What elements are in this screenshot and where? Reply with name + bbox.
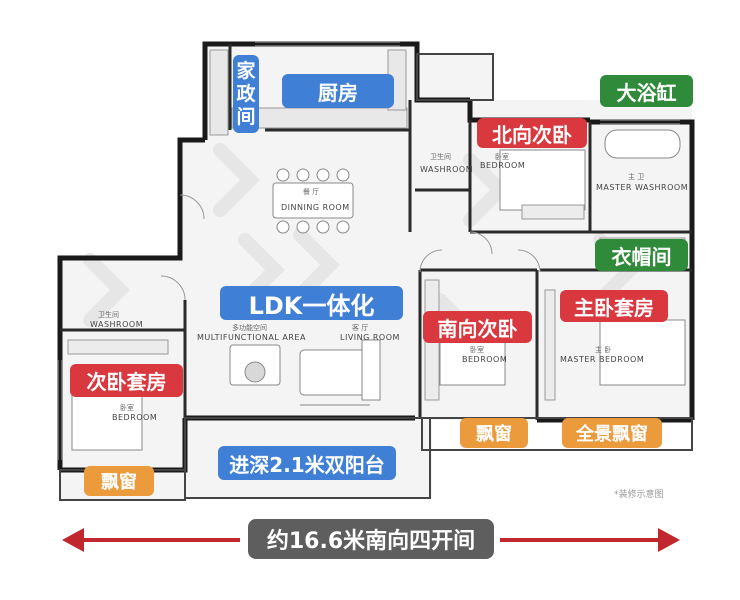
household-char-3: 间 (236, 105, 256, 128)
bedroom-south-cn-label: 卧室 (470, 346, 484, 354)
master-bedroom-en-label: MASTER BEDROOM (560, 355, 645, 364)
washroom-west-en-label: WASHROOM (90, 320, 144, 329)
living-en-label: LIVING ROOM (340, 333, 400, 342)
master-washroom-en-label: MASTER WASHROOM (596, 183, 689, 192)
ldk-tag: LDK一体化 (220, 286, 403, 320)
multifunctional-en-label: MULTIFUNCTIONAL AREA (197, 333, 306, 342)
decoration-footnote: *装修示意图 (614, 490, 664, 500)
balcony-tag: 进深2.1米双阳台 (218, 446, 396, 480)
bedroom-west-cn-label: 卧室 (120, 404, 134, 412)
bathtub (604, 129, 681, 159)
doors (160, 194, 541, 301)
master-washroom-cn-label: 主 卫 (628, 173, 645, 181)
kitchen-tag: 厨房 (282, 74, 394, 108)
dining-table (272, 168, 354, 234)
panoramic-bay-window-tag: 全景飘窗 (562, 418, 662, 448)
bedroom-north-en-label: BEDROOM (480, 161, 526, 170)
washroom-west-cn-label: 卫生间 (98, 311, 119, 319)
windows (57, 41, 680, 460)
dining-en-label: DINNING ROOM (281, 203, 350, 212)
multifunctional-cn-label: 多功能空间 (232, 324, 267, 332)
kitchen-counter (209, 49, 408, 136)
width-banner: 约16.6米南向四开间 (248, 519, 494, 559)
living-cn-label: 客 厅 (352, 324, 369, 332)
washroom-north-cn-label: 卫生间 (430, 153, 451, 161)
household-room-tag: 家 政 间 (233, 55, 259, 133)
bay-window-left-tag: 飘窗 (84, 466, 154, 496)
bedroom-north-cn-label: 卧室 (495, 153, 509, 161)
household-char-1: 家 (236, 59, 256, 82)
household-char-2: 政 (236, 82, 256, 105)
bay-window-mid-tag: 飘窗 (460, 418, 528, 448)
living-furniture (229, 339, 381, 406)
south-bedroom-tag: 南向次卧 (423, 311, 532, 343)
north-bedroom-tag: 北向次卧 (477, 118, 587, 148)
master-suite-tag: 主卧套房 (560, 290, 668, 322)
bathtub-tag: 大浴缸 (600, 75, 693, 107)
second-suite-tag: 次卧套房 (70, 364, 183, 397)
bedroom-south-en-label: BEDROOM (462, 355, 508, 364)
cloakroom-tag: 衣帽间 (595, 239, 688, 271)
interior-walls (60, 44, 692, 420)
master-bedroom-cn-label: 主 卧 (595, 346, 612, 354)
bedroom-west-en-label: BEDROOM (112, 413, 158, 422)
dining-cn-label: 餐 厅 (303, 188, 320, 196)
washroom-north-en-label: WASHROOM (420, 165, 474, 174)
